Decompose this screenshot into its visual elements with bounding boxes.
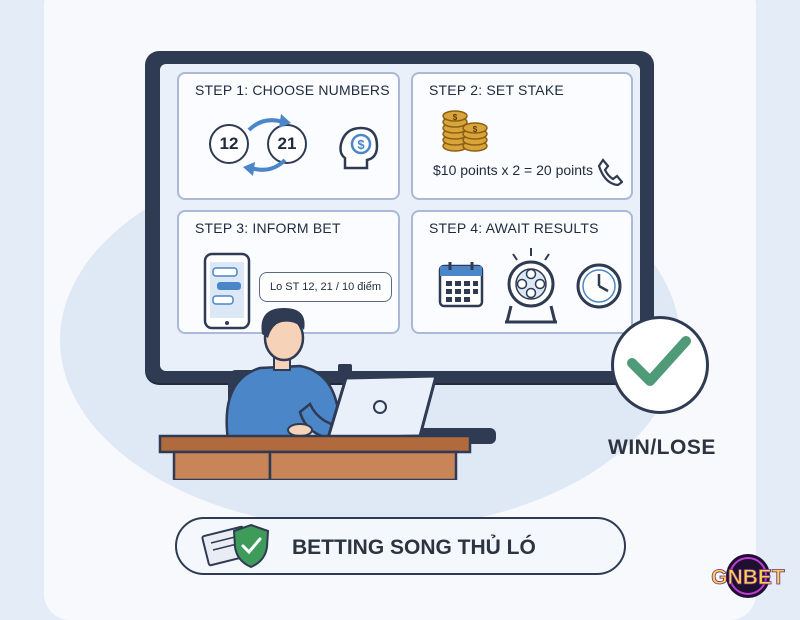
number-21-circle: 21 [267,124,307,164]
step-3-panel: STEP 3: INFORM BET Lo ST 12, 21 / 10 điể… [177,210,400,334]
step-1-panel: STEP 1: CHOOSE NUMBERS 12 21 $ [177,72,400,200]
person-hair [261,308,305,338]
desk-front [172,450,272,480]
banner: BETTING SONG THỦ LÓ [175,517,626,575]
smartphone-chat-icon [203,252,251,330]
swap-arrows-icon [243,114,291,176]
phone-icon [597,158,623,186]
coin-stack-icon: $ $ [442,110,488,152]
number-12-circle: 12 [209,124,249,164]
win-lose-label: WIN/LOSE [608,436,716,459]
svg-text:$: $ [357,137,365,152]
person-hand [287,423,313,437]
laptop-logo [373,400,387,414]
clock-icon [576,263,622,309]
person-at-laptop-illustration [158,308,472,480]
shield-icon [232,523,270,569]
banner-title: BETTING SONG THỦ LÓ [292,536,536,559]
gnbet-logo: GNBET [700,552,796,600]
number-12: 12 [219,134,239,153]
step-2-title: STEP 2: SET STAKE [429,82,564,98]
step-4-panel: STEP 4: AWAIT RESULTS [411,210,633,334]
step-3-title: STEP 3: INFORM BET [195,220,341,236]
head-dollar-icon: $ [339,126,379,170]
bet-message: Lo ST 12, 21 / 10 điểm [270,281,382,293]
step-1-title: STEP 1: CHOOSE NUMBERS [195,82,390,98]
step-2-panel: STEP 2: SET STAKE $ $ $10 points x 2 = 2… [411,72,633,200]
laptop [325,374,438,440]
svg-text:$: $ [453,113,458,122]
desk-top [158,434,472,454]
step-4-title: STEP 4: AWAIT RESULTS [429,220,599,236]
number-21: 21 [277,134,297,153]
calendar-icon [438,262,484,308]
checkmark-icon [627,336,691,386]
stake-formula: $10 points x 2 = 20 points [433,162,593,178]
lottery-drum-icon [505,248,557,324]
result-check-circle [611,316,709,414]
logo-text: GNBET [711,566,785,589]
svg-text:$: $ [473,125,478,134]
bet-message-bubble: Lo ST 12, 21 / 10 điểm [259,272,393,302]
desk-front-right [268,450,458,480]
